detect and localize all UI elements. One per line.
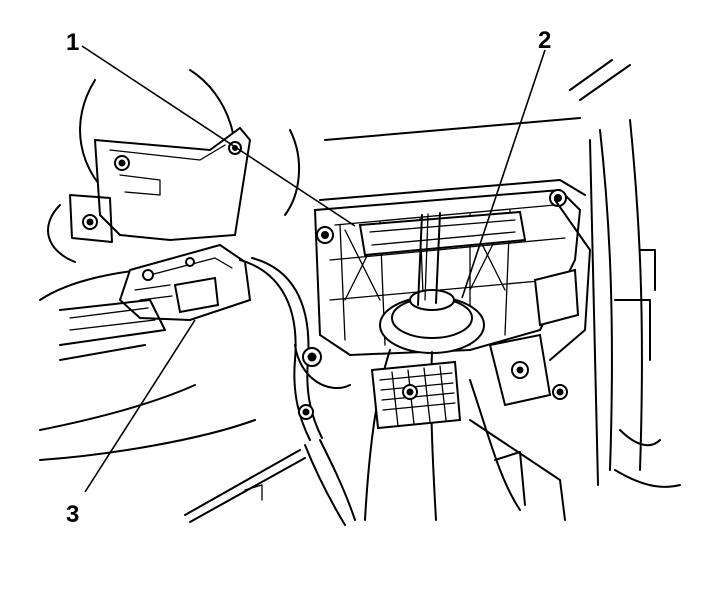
callout-3: 3 (66, 501, 79, 528)
leader-lines (81, 45, 546, 493)
callout-labels: 1 2 3 (66, 27, 551, 528)
leader-line-1 (81, 45, 356, 227)
regulator-panel (294, 117, 586, 390)
control-module (59, 243, 252, 361)
callout-1: 1 (66, 29, 79, 56)
left-bracket-assembly (39, 69, 301, 461)
grille-block (370, 360, 462, 430)
leader-line-3 (84, 319, 196, 493)
callout-2: 2 (538, 27, 551, 54)
motor-drum (364, 212, 485, 521)
leader-line-2 (461, 49, 546, 299)
door-frame (469, 59, 681, 521)
